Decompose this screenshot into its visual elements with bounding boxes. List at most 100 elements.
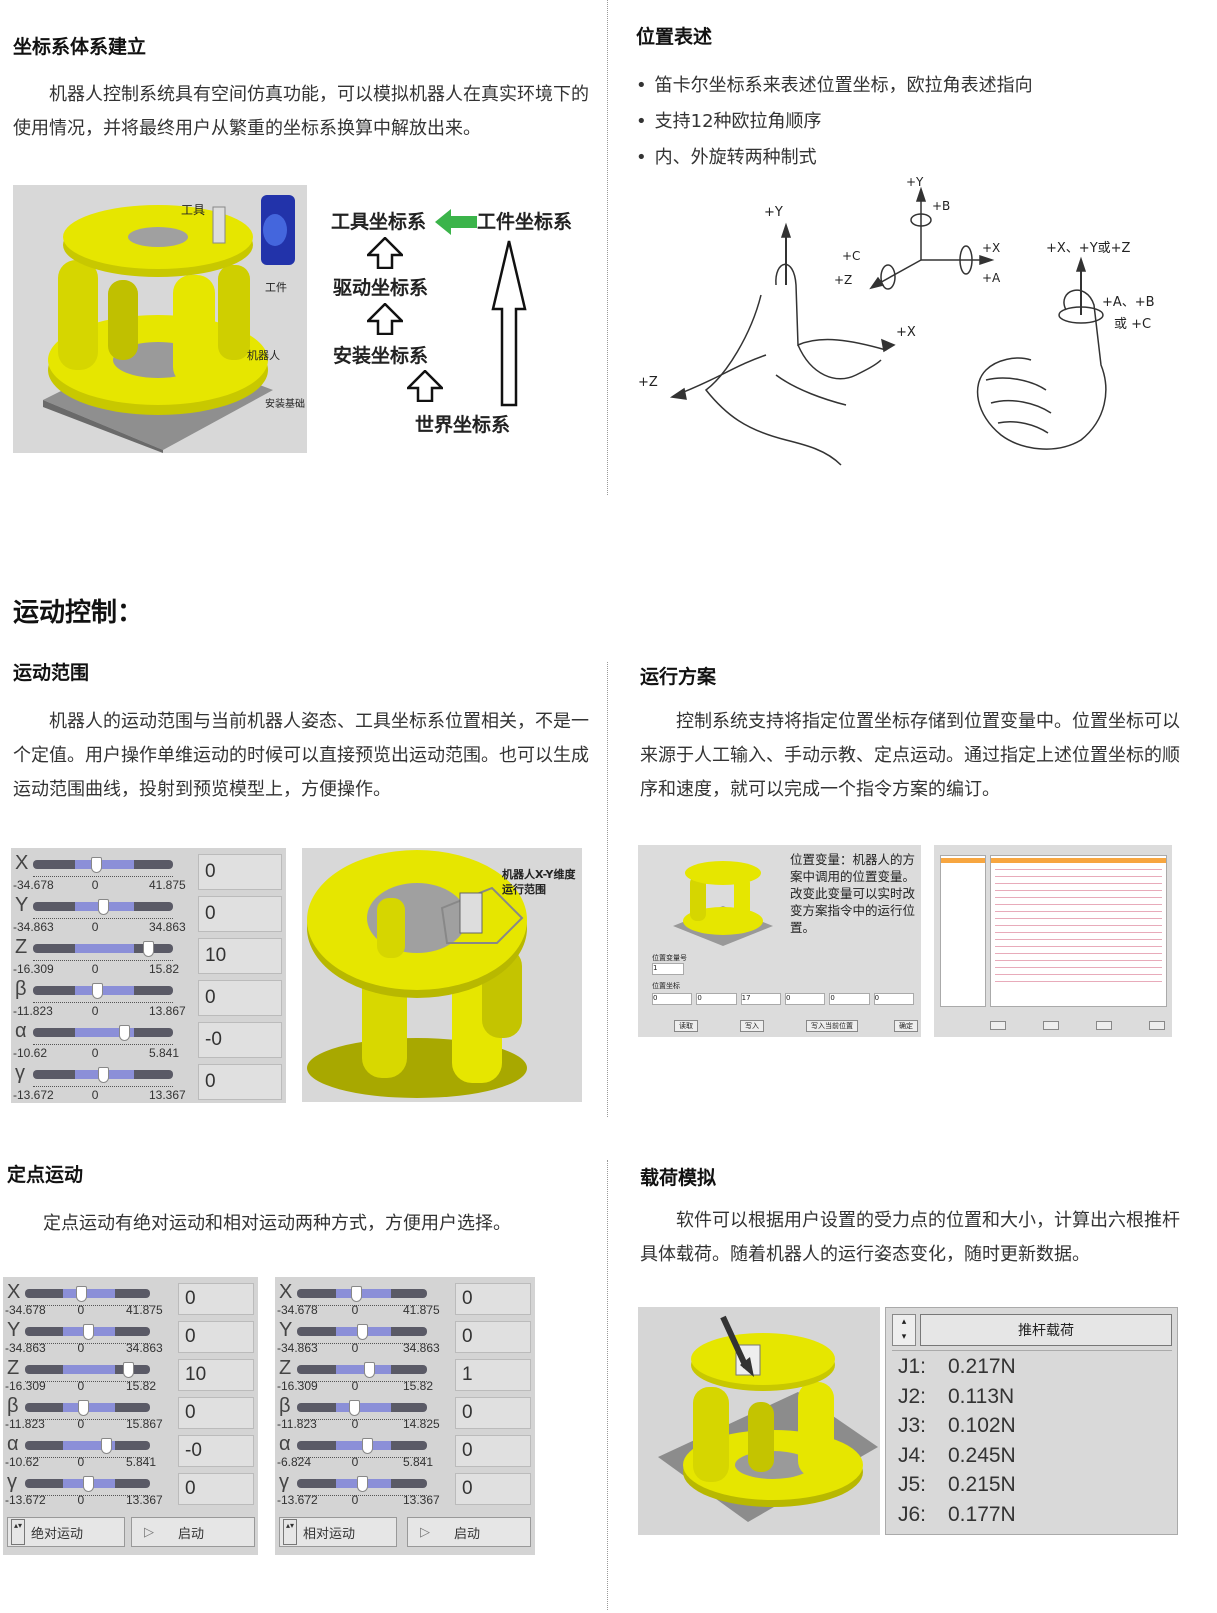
slider-value-field[interactable]: 0 xyxy=(198,980,282,1016)
slider-ticks xyxy=(25,1415,150,1420)
slider-track[interactable] xyxy=(25,1476,150,1492)
slider-min-label: -11.823 xyxy=(13,1004,53,1018)
slider-value-field[interactable]: 0 xyxy=(178,1397,254,1429)
rel-start-button[interactable]: ▷ 启动 xyxy=(407,1517,531,1547)
slider-value-field[interactable]: 0 xyxy=(455,1397,531,1429)
slider-thumb[interactable] xyxy=(98,1067,109,1083)
slider-ticks xyxy=(25,1453,150,1458)
small-button[interactable] xyxy=(990,1021,1006,1030)
slider-track[interactable] xyxy=(33,1067,173,1083)
coord-input[interactable]: 0 xyxy=(873,993,914,1005)
slider-track[interactable] xyxy=(25,1400,150,1416)
read-button[interactable]: 读取 xyxy=(674,1020,698,1032)
load-joint-label: J6: xyxy=(898,1502,927,1526)
pose-bullets: 笛卡尔坐标系来表述位置坐标，欧拉角表述指向 支持12种欧拉角顺序 内、外旋转两种… xyxy=(636,68,1033,176)
slider-thumb[interactable] xyxy=(92,983,104,999)
slider-track[interactable] xyxy=(25,1438,150,1454)
coord-input[interactable]: 0 xyxy=(829,993,870,1005)
slider-value-field[interactable]: 1 xyxy=(455,1359,531,1391)
write-current-button[interactable]: 写入当前位置 xyxy=(806,1020,858,1032)
slider-thumb[interactable] xyxy=(142,941,154,957)
slider-track[interactable] xyxy=(33,941,173,957)
spinner-icon[interactable]: ▴▾ xyxy=(11,1519,25,1545)
slider-value-field[interactable]: 0 xyxy=(198,896,282,932)
slider-thumb[interactable] xyxy=(77,1400,89,1416)
slider-thumb[interactable] xyxy=(91,857,102,873)
coord-input[interactable]: 0 xyxy=(652,993,693,1005)
plan-paragraph: 控制系统支持将指定位置坐标存储到位置变量中。位置坐标可以来源于人工输入、手动示教… xyxy=(640,711,1180,800)
axis-label-y2: +Y xyxy=(906,175,924,189)
slider-value-field[interactable]: -0 xyxy=(178,1435,254,1467)
slider-track[interactable] xyxy=(297,1286,427,1302)
slider-thumb[interactable] xyxy=(119,1025,130,1041)
slider-thumb[interactable] xyxy=(101,1438,113,1454)
slider-track[interactable] xyxy=(33,1025,173,1041)
small-button[interactable] xyxy=(1149,1021,1165,1030)
section-title-point: 定点运动 xyxy=(7,1164,84,1186)
slider-thumb[interactable] xyxy=(82,1324,94,1340)
slider-value-field[interactable]: 0 xyxy=(178,1283,254,1315)
spinner-icon[interactable]: ▴▾ xyxy=(892,1314,916,1346)
slider-value-field[interactable]: 10 xyxy=(198,938,282,974)
plan-list-left[interactable] xyxy=(940,855,986,1007)
slider-axis-label: α xyxy=(279,1433,291,1455)
plan-list-panel xyxy=(934,845,1172,1037)
load-value: 0.177N xyxy=(948,1502,1016,1526)
slider-value-field[interactable]: 10 xyxy=(178,1359,254,1391)
write-button[interactable]: 写入 xyxy=(740,1020,764,1032)
slider-value-field[interactable]: 0 xyxy=(178,1473,254,1505)
slider-track[interactable] xyxy=(33,983,173,999)
coord-input[interactable]: 0 xyxy=(696,993,737,1005)
slider-track[interactable] xyxy=(25,1286,150,1302)
slider-value-field[interactable]: 0 xyxy=(455,1473,531,1505)
coord-input[interactable]: 17 xyxy=(740,993,781,1005)
slider-thumb[interactable] xyxy=(76,1286,88,1302)
slider-zero-label: 0 xyxy=(77,1303,85,1317)
point-paragraph: 定点运动有绝对运动和相对运动两种方式，方便用户选择。 xyxy=(43,1213,511,1234)
spinner-icon[interactable]: ▴▾ xyxy=(283,1519,297,1545)
plan-list-right[interactable] xyxy=(990,855,1167,1007)
slider-min-label: -34.863 xyxy=(277,1341,318,1355)
slider-thumb[interactable] xyxy=(350,1286,362,1302)
slider-value-field[interactable]: 0 xyxy=(198,854,282,890)
slider-track[interactable] xyxy=(297,1324,427,1340)
slider-track[interactable] xyxy=(297,1400,427,1416)
slider-thumb[interactable] xyxy=(349,1400,361,1416)
slider-value-field[interactable]: 0 xyxy=(455,1435,531,1467)
slider-thumb[interactable] xyxy=(362,1438,374,1454)
slider-track[interactable] xyxy=(297,1476,427,1492)
slider-value-field[interactable]: 0 xyxy=(198,1064,282,1100)
slider-thumb[interactable] xyxy=(357,1324,368,1340)
slider-track[interactable] xyxy=(25,1324,150,1340)
slider-track[interactable] xyxy=(25,1362,150,1378)
slider-track[interactable] xyxy=(297,1362,427,1378)
rel-mode-select[interactable]: ▴▾ 相对运动 xyxy=(279,1517,397,1547)
small-button[interactable] xyxy=(1043,1021,1059,1030)
slider-value-field[interactable]: 0 xyxy=(178,1321,254,1353)
small-button[interactable] xyxy=(1096,1021,1112,1030)
slider-thumb[interactable] xyxy=(363,1362,375,1378)
var-input[interactable]: 1 xyxy=(652,963,684,975)
confirm-button[interactable]: 确定 xyxy=(894,1020,918,1032)
selected-row xyxy=(941,858,985,863)
slider-track[interactable] xyxy=(33,899,173,915)
slider-value-field[interactable]: -0 xyxy=(198,1022,282,1058)
slider-thumb[interactable] xyxy=(122,1362,134,1378)
slider-track[interactable] xyxy=(297,1438,427,1454)
slider-max-label: 5.841 xyxy=(403,1455,434,1469)
slider-thumb[interactable] xyxy=(98,899,109,915)
slider-thumb[interactable] xyxy=(82,1476,94,1492)
slider-min-label: -34.863 xyxy=(13,920,54,934)
slider-value-field[interactable]: 0 xyxy=(455,1321,531,1353)
coord-inputs: 0 0 17 0 0 0 xyxy=(652,993,914,1005)
coord-input[interactable]: 0 xyxy=(784,993,826,1005)
slider-value-field[interactable]: 0 xyxy=(455,1283,531,1315)
load-row: J4:0.245N xyxy=(898,1444,1016,1468)
slider-track[interactable] xyxy=(33,857,173,873)
slider-thumb[interactable] xyxy=(357,1476,368,1492)
abs-mode-select[interactable]: ▴▾ 绝对运动 xyxy=(7,1517,125,1547)
abs-start-button[interactable]: ▷ 启动 xyxy=(131,1517,255,1547)
slider-ticks xyxy=(297,1301,427,1306)
